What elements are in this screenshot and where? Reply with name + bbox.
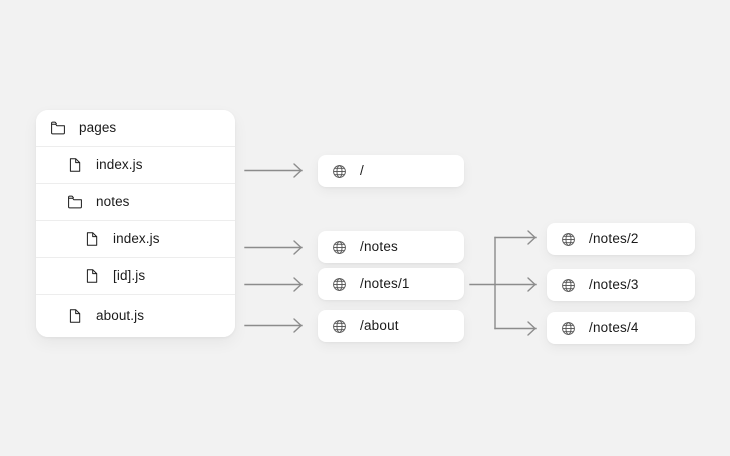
- globe-icon: [562, 278, 575, 292]
- route-pill-notes-1[interactable]: /notes/1: [318, 268, 464, 300]
- globe-icon: [562, 321, 575, 335]
- route-pill-notes[interactable]: /notes: [318, 231, 464, 263]
- route-pill-label: /notes/3: [589, 277, 639, 293]
- route-pill-label: /about: [360, 318, 399, 334]
- route-pill-notes-3[interactable]: /notes/3: [547, 269, 695, 301]
- file-tree-label: [id].js: [113, 268, 146, 284]
- route-pill-label: /: [360, 163, 364, 179]
- folder-icon: [51, 121, 65, 135]
- file-tree-row-about-js[interactable]: about.js: [36, 295, 235, 337]
- globe-icon: [333, 240, 346, 254]
- file-tree-row-notes[interactable]: notes: [36, 184, 235, 221]
- route-pill-label: /notes/4: [589, 320, 639, 336]
- route-pill-label: /notes: [360, 239, 398, 255]
- route-pill-root[interactable]: /: [318, 155, 464, 187]
- file-tree-row-index-js[interactable]: index.js: [36, 147, 235, 184]
- file-tree-row-notes-index-js[interactable]: index.js: [36, 221, 235, 258]
- route-pill-label: /notes/2: [589, 231, 639, 247]
- file-tree-label: notes: [96, 194, 130, 210]
- file-tree-row-pages[interactable]: pages: [36, 110, 235, 147]
- file-icon: [69, 158, 81, 172]
- file-tree-label: pages: [79, 120, 117, 136]
- file-tree-label: index.js: [113, 231, 160, 247]
- route-pill-notes-2[interactable]: /notes/2: [547, 223, 695, 255]
- globe-icon: [333, 164, 346, 178]
- globe-icon: [333, 319, 346, 333]
- file-icon: [69, 309, 81, 323]
- route-pill-about[interactable]: /about: [318, 310, 464, 342]
- file-tree-label: about.js: [96, 308, 145, 324]
- file-tree-row-id-js[interactable]: [id].js: [36, 258, 235, 295]
- globe-icon: [333, 277, 346, 291]
- file-icon: [86, 232, 98, 246]
- folder-icon: [68, 195, 82, 209]
- route-pill-label: /notes/1: [360, 276, 410, 292]
- globe-icon: [562, 232, 575, 246]
- file-icon: [86, 269, 98, 283]
- file-tree-label: index.js: [96, 157, 143, 173]
- route-pill-notes-4[interactable]: /notes/4: [547, 312, 695, 344]
- file-tree-card: pages index.js notes index.js: [36, 110, 235, 337]
